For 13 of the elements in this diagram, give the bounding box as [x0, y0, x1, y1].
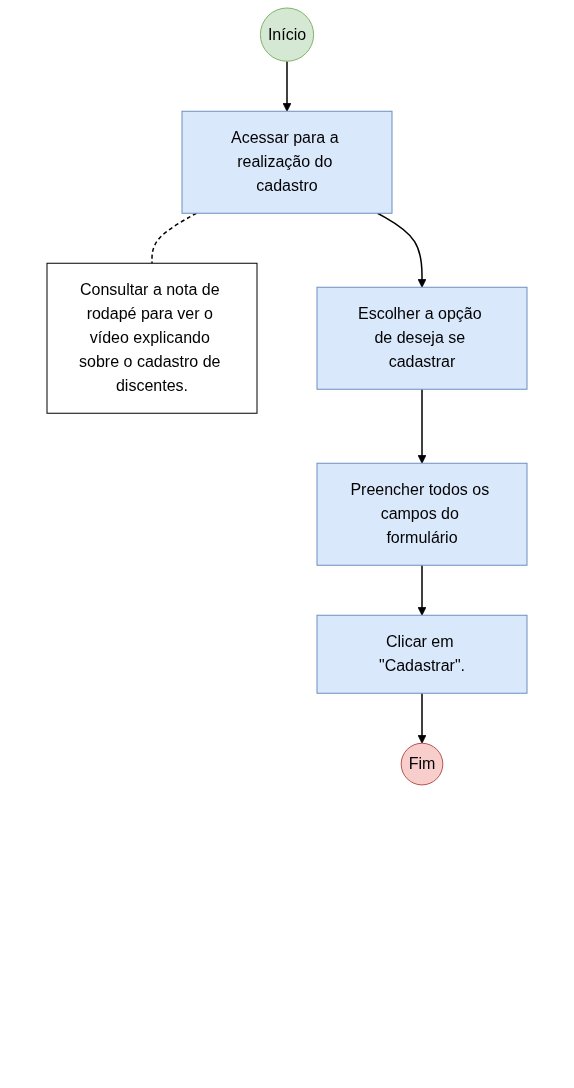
node-box: Clicar em "Cadastrar". — [316, 614, 528, 694]
arrow — [376, 212, 427, 288]
node-box: Escolher a opção de deseja se cadastrar — [316, 286, 528, 390]
arrow — [417, 564, 427, 616]
arrow — [417, 692, 427, 744]
connector — [151, 212, 198, 264]
node-box: Consultar a nota de rodapé para ver o vídeo explicando sobre o cadastro de discentes. — [46, 262, 258, 414]
node-circle: Início — [259, 7, 315, 62]
node-box: Preencher todos os campos do formulário — [316, 462, 528, 566]
arrow — [282, 60, 292, 112]
node-circle: Fim — [400, 742, 444, 786]
arrow — [417, 388, 427, 464]
node-box: Acessar para a realização do cadastro — [181, 110, 393, 214]
